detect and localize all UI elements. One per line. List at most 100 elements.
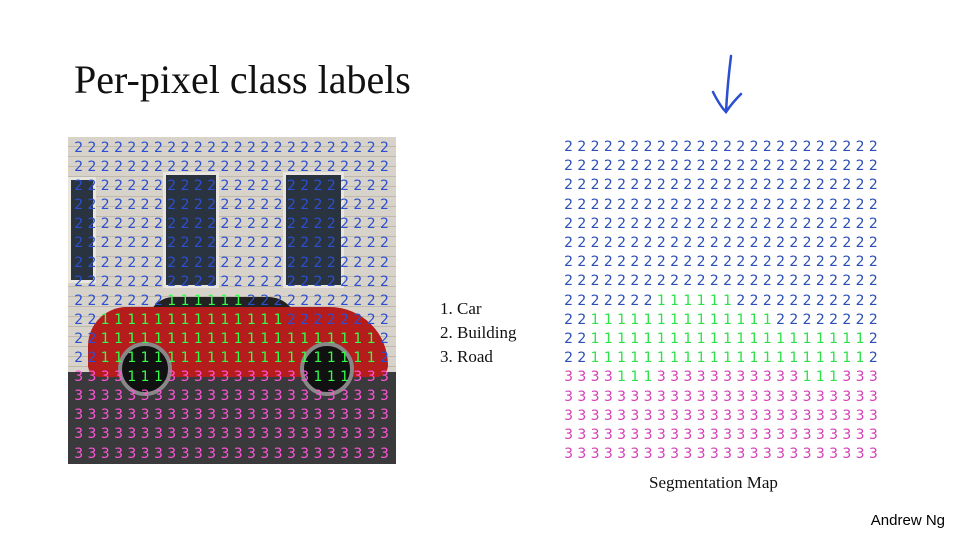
label-cell: 2 xyxy=(326,292,336,309)
label-cell: 2 xyxy=(366,254,376,271)
label-cell: 2 xyxy=(564,177,574,194)
label-cell: 2 xyxy=(340,216,350,233)
label-cell: 1 xyxy=(683,311,693,328)
label-cell: 2 xyxy=(153,254,163,271)
label-cell: 2 xyxy=(326,273,336,290)
label-cell: 2 xyxy=(87,235,97,252)
label-cell: 3 xyxy=(723,369,733,386)
label-cell: 3 xyxy=(564,369,574,386)
label-cell: 2 xyxy=(74,235,84,252)
label-cell: 3 xyxy=(670,388,680,405)
label-cell: 2 xyxy=(340,178,350,195)
label-cell: 2 xyxy=(380,197,389,214)
label-cell: 2 xyxy=(577,292,587,309)
label-cell: 2 xyxy=(802,311,812,328)
label-cell: 2 xyxy=(87,273,97,290)
label-cell: 3 xyxy=(233,445,243,462)
label-cell: 2 xyxy=(326,197,336,214)
label-cell: 2 xyxy=(776,139,786,155)
label-cell: 1 xyxy=(313,369,323,386)
label-cell: 2 xyxy=(802,292,812,309)
label-cell: 1 xyxy=(762,350,772,367)
label-cell: 1 xyxy=(723,292,733,309)
label-cell: 3 xyxy=(380,407,389,424)
label-cell: 2 xyxy=(180,140,190,156)
label-cell: 1 xyxy=(140,369,150,386)
label-cell: 2 xyxy=(815,273,825,290)
label-cell: 2 xyxy=(273,178,283,195)
label-cell: 1 xyxy=(749,331,759,348)
label-cell: 2 xyxy=(842,196,852,213)
label-cell: 2 xyxy=(167,235,177,252)
label-cell: 2 xyxy=(709,158,719,175)
label-cell: 3 xyxy=(87,369,97,386)
label-cell: 3 xyxy=(87,388,97,405)
label-cell: 3 xyxy=(114,369,123,386)
label-cell: 2 xyxy=(577,158,587,175)
label-cell: 2 xyxy=(286,235,296,252)
label-cell: 3 xyxy=(286,407,296,424)
label-cell: 2 xyxy=(380,311,389,328)
label-cell: 2 xyxy=(630,215,640,232)
label-cell: 2 xyxy=(617,292,627,309)
label-cell: 1 xyxy=(736,350,746,367)
label-cell: 2 xyxy=(776,235,786,252)
label-cell: 2 xyxy=(564,350,574,367)
label-cell: 2 xyxy=(260,292,270,309)
label-cell: 2 xyxy=(855,215,865,232)
label-cell: 3 xyxy=(630,407,640,424)
label-cell: 3 xyxy=(140,388,150,405)
label-cell: 3 xyxy=(286,445,296,462)
label-cell: 2 xyxy=(180,159,190,176)
label-cell: 3 xyxy=(564,388,574,405)
label-cell: 1 xyxy=(590,311,600,328)
label-cell: 2 xyxy=(802,177,812,194)
label-cell: 3 xyxy=(815,388,825,405)
label-cell: 2 xyxy=(193,273,203,290)
label-cell: 3 xyxy=(114,388,123,405)
label-cell: 1 xyxy=(749,350,759,367)
label-cell: 1 xyxy=(273,311,283,328)
window xyxy=(68,177,96,283)
label-cell: 2 xyxy=(617,158,627,175)
label-cell: 2 xyxy=(326,140,336,156)
label-cell: 1 xyxy=(723,350,733,367)
label-cell: 2 xyxy=(153,159,163,176)
label-cell: 2 xyxy=(670,254,680,271)
label-cell: 3 xyxy=(590,446,600,463)
label-cell: 2 xyxy=(247,254,256,271)
label-cell: 3 xyxy=(180,369,190,386)
label-cell: 3 xyxy=(723,427,733,444)
label-cell: 2 xyxy=(762,158,772,175)
label-cell: 1 xyxy=(829,350,839,367)
label-cell: 3 xyxy=(564,427,574,444)
label-cell: 2 xyxy=(193,178,203,195)
label-cell: 2 xyxy=(577,350,587,367)
label-cell: 3 xyxy=(577,427,587,444)
label-cell: 2 xyxy=(683,254,693,271)
label-cell: 2 xyxy=(564,235,574,252)
label-cell: 3 xyxy=(247,445,256,462)
label-cell: 2 xyxy=(776,215,786,232)
label-cell: 2 xyxy=(87,159,97,176)
label-cell: 2 xyxy=(776,311,786,328)
label-cell: 2 xyxy=(340,140,350,156)
label-cell: 3 xyxy=(590,369,600,386)
label-cell: 2 xyxy=(564,215,574,232)
label-cell: 2 xyxy=(114,235,123,252)
car-wheel xyxy=(118,342,172,396)
label-cell: 2 xyxy=(683,273,693,290)
label-cell: 1 xyxy=(140,311,150,328)
label-cell: 2 xyxy=(140,197,150,214)
label-cell: 2 xyxy=(87,178,97,195)
label-cell: 2 xyxy=(855,177,865,194)
label-cell: 3 xyxy=(829,407,839,424)
label-cell: 1 xyxy=(220,350,230,367)
label-cell: 2 xyxy=(207,273,217,290)
label-cell: 2 xyxy=(260,197,270,214)
label-cell: 2 xyxy=(114,273,123,290)
label-cell: 2 xyxy=(630,292,640,309)
label-cell: 3 xyxy=(220,426,230,443)
label-cell: 2 xyxy=(590,139,600,155)
